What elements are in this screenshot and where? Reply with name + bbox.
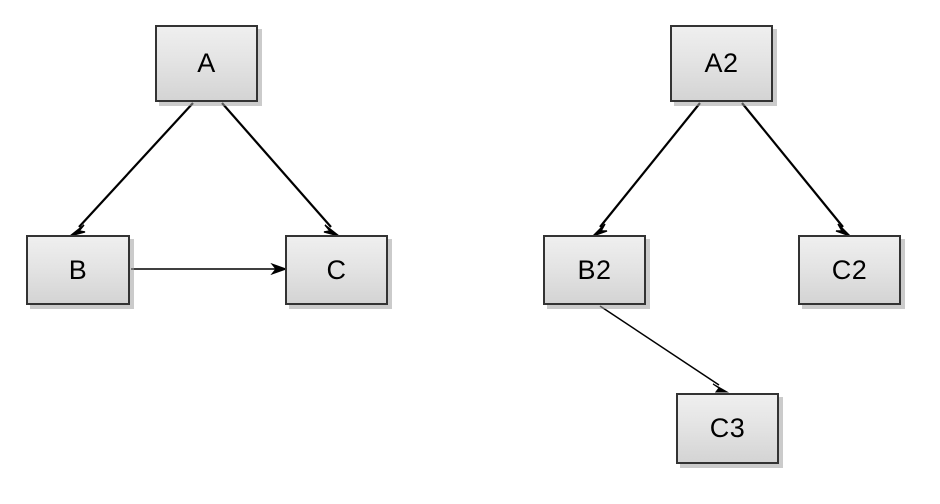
edge-a2-to-c2 <box>741 102 851 237</box>
node-a2[interactable]: A2 <box>670 25 773 102</box>
edge-b2-to-c3 <box>599 305 730 393</box>
node-b-label: B <box>68 254 88 285</box>
node-c3-label: C3 <box>709 413 746 443</box>
edge-a-to-b <box>69 102 194 237</box>
node-c-label: C <box>326 254 347 285</box>
node-c2[interactable]: C2 <box>798 235 901 305</box>
edge-a2-to-b2 <box>592 102 701 237</box>
node-b[interactable]: B <box>26 235 130 305</box>
node-a-label: A <box>197 48 216 78</box>
arrowhead-b-c <box>270 262 288 276</box>
node-c2-label: C2 <box>831 254 868 285</box>
node-b2-label: B2 <box>577 254 612 285</box>
node-c3[interactable]: C3 <box>676 393 779 464</box>
node-c[interactable]: C <box>285 235 388 305</box>
edge-a-to-c <box>221 102 340 237</box>
arrowhead-b2-c3 <box>712 383 730 393</box>
edge-b-to-c <box>131 262 288 276</box>
node-a2-label: A2 <box>704 48 739 78</box>
node-b2[interactable]: B2 <box>543 235 646 305</box>
node-a[interactable]: A <box>155 25 258 102</box>
